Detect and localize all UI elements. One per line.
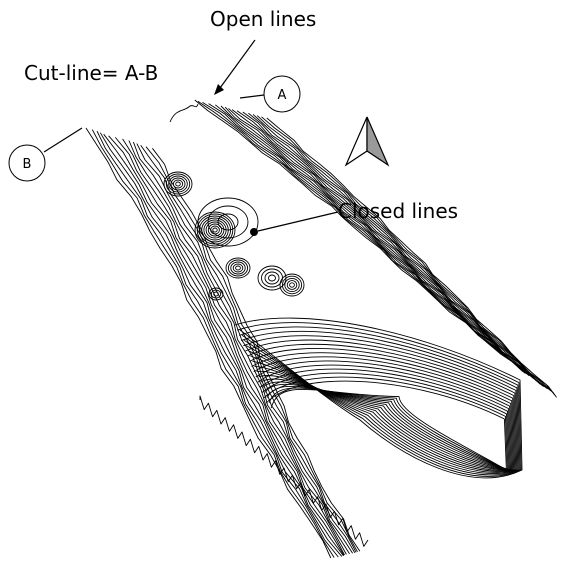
closed-contour-ring [207,223,223,237]
right-contour-line [252,114,552,392]
left-contour-line [96,130,339,558]
cut-line-a-leader [239,94,265,99]
right-contour-line [220,105,530,377]
left-contour-line [122,138,347,555]
lower-contour-line [263,376,508,471]
closed-contour-ring [203,219,227,241]
point-a-label: A [278,88,287,103]
right-contour-line [224,106,534,379]
point-b-circle [8,144,46,182]
closed-contour-ring [210,289,222,299]
closed-contour-ring [210,225,220,235]
left-contour-line [145,146,358,553]
closed-contour-ring [196,213,234,247]
right-contour-line [248,112,548,390]
closed-lines-leader [257,211,339,232]
closed-contour-ring [232,263,244,273]
closed-contour-ring [235,265,241,271]
right-contour-line [266,117,557,398]
open-lines-label: Open lines [210,7,316,31]
closed-contour-ring [163,171,193,197]
closed-contour-ring [194,211,236,249]
cut-line-b-leader [43,127,83,153]
left-contour-line [136,143,356,554]
closed-contour-ring [207,205,249,239]
left-contour-line [108,135,345,556]
right-contour-band [194,99,557,398]
open-lines-arrowhead [214,84,224,95]
closed-contour-ring [289,282,295,288]
open-lines-leader [219,39,256,89]
right-contour-line [215,104,526,374]
left-contour-line [132,141,353,554]
closed-contour-ring [264,271,280,285]
closed-contour-ring [208,287,224,301]
closed-contour-ring [170,177,186,191]
lower-contour-line [261,372,509,471]
left-contour-line [99,132,343,557]
closed-contour-ring [217,213,239,231]
lower-contour-band [199,317,523,547]
closed-contour-ring [175,181,181,187]
right-contour-line [242,111,544,387]
cut-line-label: Cut-line= A-B [24,61,158,85]
left-contour-line [128,140,350,555]
closed-contour-ring [165,173,191,195]
closed-contour-ring [268,274,276,282]
point-a-circle [263,75,301,113]
left-contour-line [91,129,335,558]
lower-contour-line [236,322,522,477]
lower-contour-line [241,330,520,475]
open-contour-stub [169,103,199,123]
right-contour-line [256,115,554,394]
north-arrow-icon [344,116,390,167]
closed-contour-ring [212,227,218,233]
closed-contour-ring [279,273,305,297]
jagged-edge-line [199,395,369,547]
closed-contour-ring [225,257,251,279]
closed-contour-ring [172,179,184,189]
closed-contour-ring [205,221,225,239]
closed-contour-ring [257,265,287,291]
closed-contour-ring [168,175,188,193]
closed-contour-ring [197,197,259,247]
lower-contour-line [265,380,507,471]
right-contour-line [261,116,556,396]
closed-contour-ring [281,275,303,295]
closed-lines-dot [250,228,258,236]
closed-contour-ring [284,277,300,293]
closed-contour-ring [230,261,246,275]
point-b-label: B [23,157,32,172]
closed-contour-ring [286,280,298,290]
left-contour-line [103,133,344,557]
right-contour-line [208,103,524,372]
left-contour-line [85,127,332,559]
closed-contour-ring [227,259,249,277]
closed-contour-group [163,171,305,301]
closed-lines-label: Closed lines [338,199,458,223]
closed-contour-ring [213,291,219,297]
